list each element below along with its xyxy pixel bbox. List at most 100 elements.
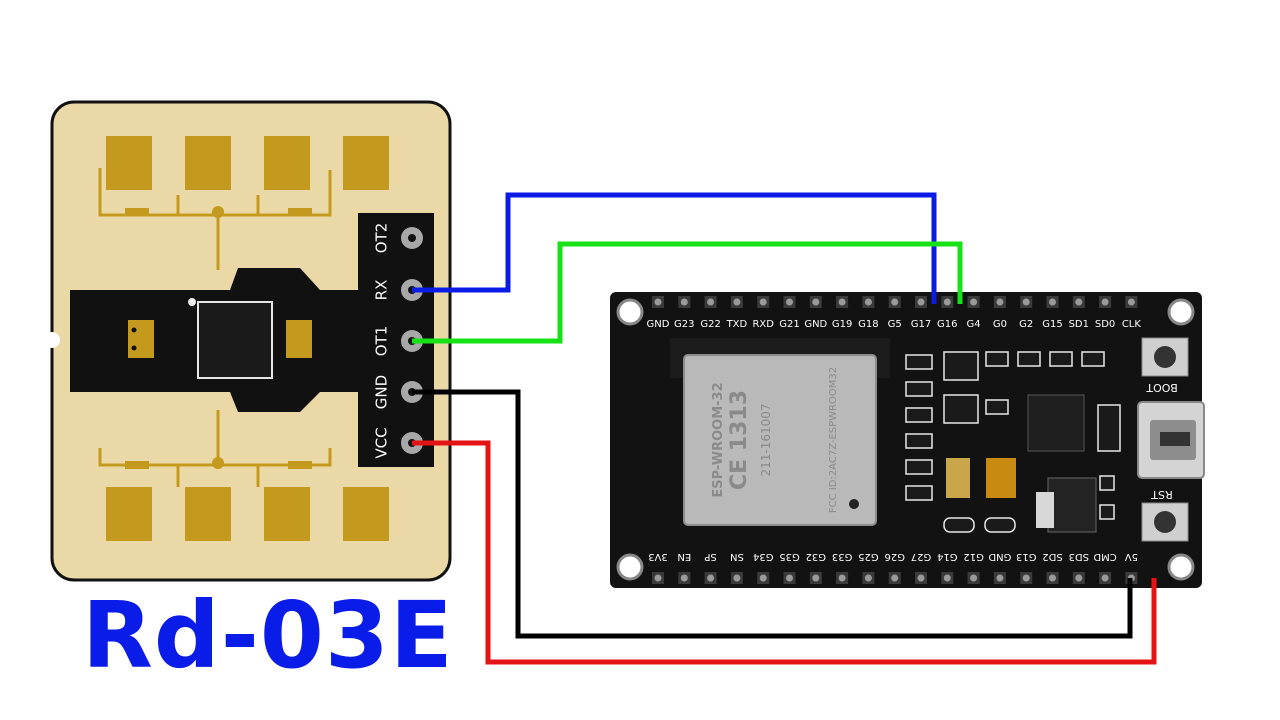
wire-rx-to-g17	[412, 192, 937, 304]
esp32-wroom-dot	[849, 499, 859, 509]
esp32-bottom-pin-hole	[970, 574, 978, 582]
esp32-bottom-pin-label: G26	[884, 551, 904, 562]
esp32-bottom-header-pins	[652, 572, 1138, 584]
esp32-bottom-pin-label: 3V3	[648, 551, 668, 562]
wire-ot1-to-g16	[412, 241, 963, 344]
esp32-bottom-pin-label: G25	[858, 551, 878, 562]
esp32-bottom-pin-label: G34	[753, 551, 773, 562]
esp32-tantalum-cap-2	[986, 458, 1016, 498]
svg-text:CE 1313: CE 1313	[727, 390, 752, 490]
esp32-usb-uart-chip	[1027, 394, 1085, 452]
esp32-bottom-pin-label: GND	[988, 551, 1011, 562]
esp32-bottom-pin-label: SN	[730, 551, 744, 562]
esp32-bottom-pin-hole	[786, 574, 793, 582]
radar-mount-notch	[44, 332, 60, 348]
esp32-bottom-pin-label: CMD	[1093, 551, 1117, 562]
esp32-rst-label: RST	[1151, 488, 1173, 501]
esp32-bottom-pin-label: G35	[779, 551, 799, 562]
esp32-top-pin-hole	[1101, 298, 1109, 306]
esp32-top-pin-label: G2	[1019, 319, 1033, 330]
svg-text:FCC ID:2AC7Z-ESPWROOM32: FCC ID:2AC7Z-ESPWROOM32	[828, 367, 839, 513]
esp32-top-pin-hole	[759, 298, 767, 306]
radar-chip	[197, 301, 273, 379]
connection-wires	[412, 192, 1157, 665]
radar-left-pad	[128, 320, 154, 358]
esp32-top-pin-hole	[970, 298, 978, 306]
esp32-top-pin-hole	[680, 298, 688, 306]
esp32-bottom-pin-hole	[891, 574, 899, 582]
wire-vcc-to-5v	[412, 440, 1157, 665]
esp32-voltage-regulator	[1047, 477, 1097, 533]
esp32-bottom-pin-label: SD3	[1069, 551, 1089, 562]
esp32-top-pin-hole	[943, 298, 951, 306]
esp32-bottom-pin-hole	[1022, 574, 1030, 582]
esp32-bottom-pin-label: 5V	[1125, 551, 1138, 562]
esp32-top-pin-label: TXD	[726, 319, 748, 330]
esp32-bottom-pin-hole	[654, 574, 662, 582]
esp32-tantalum-cap-1	[946, 458, 970, 498]
esp32-bottom-pin-hole	[996, 574, 1004, 582]
esp32-smd-components	[905, 351, 1121, 533]
esp32-boot-button[interactable]	[1154, 346, 1176, 368]
esp32-rst-button[interactable]	[1154, 511, 1176, 533]
esp32-bottom-pin-label: G14	[937, 551, 957, 562]
svg-text:ESP-WROOM-32: ESP-WROOM-32	[711, 382, 726, 497]
esp32-bottom-pin-hole	[680, 574, 688, 582]
radar-pin-label-gnd: GND	[373, 375, 391, 409]
esp32-top-pin-hole	[1022, 298, 1030, 306]
esp32-bottom-pin-label: G32	[806, 551, 826, 562]
esp32-regulator-tab	[1036, 492, 1054, 528]
esp32-bottom-pin-hole	[1075, 574, 1083, 582]
radar-pin-label-rx: RX	[373, 280, 391, 301]
esp32-top-pin-hole	[733, 298, 741, 306]
esp32-bottom-pin-hole	[707, 574, 715, 582]
esp32-wroom-text: ESP-WROOM-32 CE 1313 211-161007 FCC ID:2…	[711, 367, 839, 513]
esp32-top-pin-label: GND	[647, 319, 670, 330]
esp32-top-pin-hole	[1127, 298, 1135, 306]
esp32-bottom-pin-hole	[733, 574, 741, 582]
wire-gnd-to-cmd	[412, 389, 1133, 639]
esp32-top-pin-label: G5	[888, 319, 902, 330]
radar-top-antenna-array	[98, 136, 389, 270]
esp32-top-pin-label: SD0	[1095, 319, 1115, 330]
esp32-bottom-pin-label: G13	[1016, 551, 1036, 562]
esp32-top-pin-hole	[1049, 298, 1056, 306]
radar-pin-label-vcc: VCC	[373, 427, 391, 458]
esp32-top-pin-label: G0	[993, 319, 1007, 330]
svg-text:211-161007: 211-161007	[759, 403, 773, 476]
esp32-top-pin-hole	[707, 298, 715, 306]
esp32-top-pin-hole	[917, 298, 925, 306]
esp32-top-pin-label: G17	[911, 319, 931, 330]
esp32-bottom-pin-hole	[917, 574, 925, 582]
esp32-bottom-pin-label: G27	[911, 551, 931, 562]
esp32-top-pin-hole	[891, 298, 899, 306]
module-title: Rd-03E	[82, 582, 454, 689]
esp32-top-pin-label: SD1	[1069, 319, 1089, 330]
radar-bottom-antenna-array	[98, 410, 389, 541]
esp32-bottom-pin-hole	[943, 574, 951, 582]
esp32-top-header-pins	[652, 296, 1138, 308]
esp32-top-pin-label: G19	[832, 319, 852, 330]
esp32-top-pin-label: CLK	[1122, 319, 1142, 330]
esp32-bottom-pin-hole	[838, 574, 846, 582]
esp32-top-pin-hole	[1075, 298, 1083, 306]
esp32-top-pin-hole	[838, 298, 846, 306]
esp32-bottom-pin-hole	[1101, 574, 1109, 582]
esp32-top-pin-label: GND	[804, 319, 827, 330]
esp32-top-pin-label: G4	[967, 319, 981, 330]
esp32-top-pin-label: G18	[858, 319, 878, 330]
radar-pin-label-ot2: OT2	[373, 223, 391, 254]
esp32-top-pin-hole	[786, 298, 793, 306]
esp32-top-pin-hole	[864, 298, 872, 306]
esp32-bottom-pin-hole	[759, 574, 767, 582]
esp32-top-pin-label: G15	[1042, 319, 1062, 330]
esp32-top-pin-label: G22	[700, 319, 720, 330]
esp32-bottom-pin-label: EN	[677, 551, 691, 562]
esp32-boot-label: BOOT	[1146, 381, 1178, 394]
radar-right-pad	[286, 320, 312, 358]
esp32-top-pin-hole	[996, 298, 1004, 306]
